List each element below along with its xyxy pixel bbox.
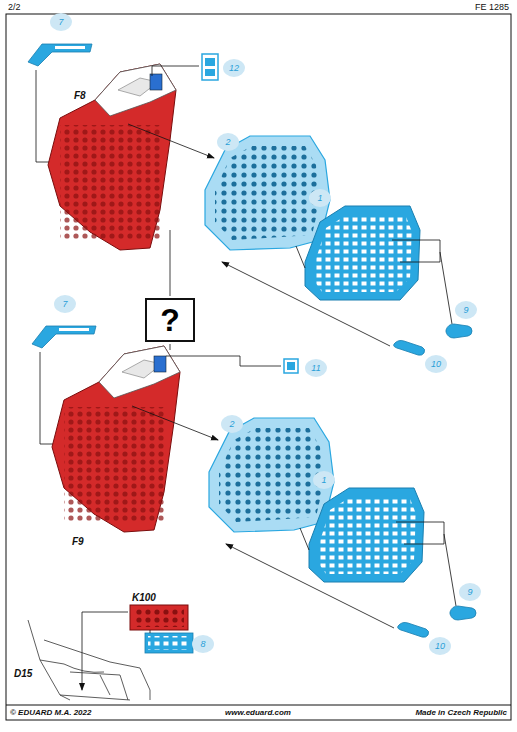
footer-text: www.eduard.com [225,708,291,717]
part-label: F9 [72,536,84,547]
callout-number: 1 [313,471,335,489]
page-header: 2/2 [8,2,21,12]
question-box: ? [145,298,195,342]
part-label: K100 [132,592,156,603]
callout-number: 7 [50,13,72,31]
question-mark: ? [160,304,180,336]
callout-number: 1 [309,189,331,207]
callout-number: 9 [459,583,481,601]
callout-number: 9 [455,301,477,319]
part-label: F8 [74,90,86,101]
footer-text: Made in Czech Republic [415,708,507,717]
page-header: FE 1285 [475,2,509,12]
callout-number: 8 [192,635,214,653]
callout-number: 10 [429,637,451,655]
panel-group-f9 [32,326,476,637]
callout-number: 10 [425,355,447,373]
callout-number: 2 [221,415,243,433]
callout-number: 7 [54,295,76,313]
panel-group-f8 [28,44,472,355]
callout-number: 2 [217,133,239,151]
footer-text: © EDUARD M.A. 2022 [10,708,91,717]
part-label: D15 [14,668,32,679]
callout-number: 11 [305,359,327,377]
callout-number: 12 [223,59,245,77]
